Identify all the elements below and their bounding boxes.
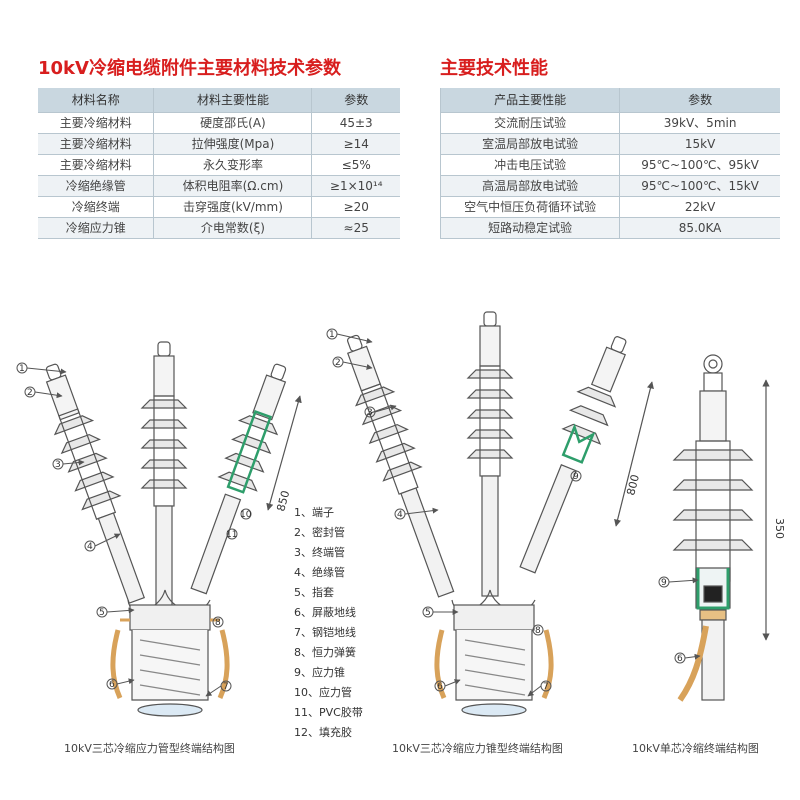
table2-cell: 39kV、5min — [619, 112, 780, 134]
svg-text:9: 9 — [573, 472, 579, 482]
svg-text:4: 4 — [87, 542, 93, 552]
table2-header-value: 参数 — [619, 88, 780, 113]
table1-cell: 45±3 — [311, 112, 400, 134]
svg-text:2: 2 — [335, 358, 341, 368]
diagram3-caption: 10kV单芯冷缩终端结构图 — [632, 741, 759, 755]
table2-cell: 空气中恒压负荷循环试验 — [439, 196, 621, 218]
diagram2-caption: 10kV三芯冷缩应力锥型终端结构图 — [392, 741, 563, 755]
svg-text:3: 3 — [55, 460, 61, 470]
legend-item: 3、终端管 — [294, 545, 345, 559]
svg-text:9: 9 — [661, 578, 667, 588]
legend-item: 6、屏蔽地线 — [294, 605, 356, 619]
svg-text:2: 2 — [27, 388, 33, 398]
table-row: 短路动稳定试验 85.0KA — [439, 217, 780, 239]
svg-text:6: 6 — [677, 654, 683, 664]
table1-cell: 拉伸强度(Mpa) — [153, 133, 313, 155]
table2-cell: 交流耐压试验 — [439, 112, 621, 134]
svg-text:7: 7 — [543, 682, 549, 692]
table1-cell: ≥1×10¹⁴ — [311, 175, 400, 197]
table1-cell: 永久变形率 — [153, 154, 313, 176]
table1-cell: 主要冷缩材料 — [38, 112, 154, 134]
table1-cell: 主要冷缩材料 — [38, 154, 154, 176]
legend-item: 2、密封管 — [294, 525, 345, 539]
table1-cell: 体积电阻率(Ω.cm) — [153, 175, 313, 197]
table-row: 冲击电压试验 95℃~100℃、95kV — [439, 154, 780, 176]
table1-cell: 硬度邵氏(A) — [153, 112, 313, 134]
legend-item: 1、端子 — [294, 506, 334, 519]
material-params-table: 材料名称 材料主要性能 参数 主要冷缩材料 硬度邵氏(A) 45±3 主要冷缩材… — [38, 88, 400, 239]
legend-item: 5、指套 — [294, 585, 334, 599]
table1-cell: 击穿强度(kV/mm) — [153, 196, 313, 218]
table2-cell: 85.0KA — [619, 217, 780, 239]
table2-cell: 室温局部放电试验 — [439, 133, 621, 155]
table1-cell: ≥14 — [311, 133, 400, 155]
table-row: 冷缩绝缘管 体积电阻率(Ω.cm) ≥1×10¹⁴ — [38, 175, 400, 197]
table1-cell: 冷缩终端 — [38, 196, 154, 218]
diagram1-caption: 10kV三芯冷缩应力管型终端结构图 — [64, 741, 235, 755]
svg-text:5: 5 — [99, 608, 105, 618]
table1-cell: 介电常数(ξ) — [153, 217, 313, 239]
table2-header-property: 产品主要性能 — [439, 88, 621, 113]
table2-cell: 高温局部放电试验 — [439, 175, 621, 197]
diagram1-dimension: 850 — [274, 489, 292, 513]
svg-text:4: 4 — [397, 510, 403, 520]
table-row: 主要冷缩材料 永久变形率 ≤5% — [38, 154, 400, 176]
performance-table: 产品主要性能 参数 交流耐压试验 39kV、5min 室温局部放电试验 15kV… — [439, 88, 780, 239]
table1-cell: 主要冷缩材料 — [38, 133, 154, 155]
table2-cell: 22kV — [619, 196, 780, 218]
svg-text:1: 1 — [19, 364, 25, 374]
table1-header-property: 材料主要性能 — [153, 88, 313, 113]
diagram2-dimension: 800 — [624, 473, 642, 497]
legend-item: 10、应力管 — [294, 685, 352, 699]
table-row: 交流耐压试验 39kV、5min — [439, 112, 780, 134]
svg-text:6: 6 — [109, 680, 115, 690]
table-row: 主要冷缩材料 拉伸强度(Mpa) ≥14 — [38, 133, 400, 155]
table1-title: 10kV冷缩电缆附件主要材料技术参数 — [38, 58, 341, 79]
table-row: 冷缩应力锥 介电常数(ξ) ≈25 — [38, 217, 400, 239]
table1-header-name: 材料名称 — [38, 88, 154, 113]
table-row: 室温局部放电试验 15kV — [439, 133, 780, 155]
svg-text:7: 7 — [223, 682, 229, 692]
svg-text:5: 5 — [425, 608, 431, 618]
table-row: 冷缩终端 击穿强度(kV/mm) ≥20 — [38, 196, 400, 218]
legend-item: 4、绝缘管 — [294, 565, 345, 579]
diagram3-dimension: 350 — [773, 518, 786, 539]
termination-diagrams: 850 1 2 3 4 5 6 7 8 11 10 10kV三芯冷缩应力管型终端… — [16, 311, 786, 755]
table1-header-value: 参数 — [311, 88, 400, 113]
diagram1-three-core-stress-tube — [45, 341, 302, 717]
table2-cell: 95℃~100℃、95kV — [619, 154, 780, 176]
legend-item: 12、填充胶 — [294, 725, 352, 739]
diagram3-single-core — [672, 354, 770, 702]
legend-item: 7、钢铠地线 — [294, 625, 356, 639]
table1-cell: ≥20 — [311, 196, 400, 218]
table2-cell: 15kV — [619, 133, 780, 155]
parts-legend: 1、端子 2、密封管 3、终端管 4、绝缘管 5、指套 6、屏蔽地线 7、钢铠地… — [294, 506, 363, 739]
table2-cell: 冲击电压试验 — [439, 154, 621, 176]
table1-cell: 冷缩绝缘管 — [38, 175, 154, 197]
table2-title: 主要技术性能 — [440, 58, 548, 79]
svg-text:10: 10 — [240, 510, 252, 520]
table2-cell: 95℃~100℃、15kV — [619, 175, 780, 197]
table2-cell: 短路动稳定试验 — [439, 217, 621, 239]
svg-text:11: 11 — [226, 530, 237, 540]
legend-item: 8、恒力弹簧 — [294, 645, 356, 659]
svg-text:1: 1 — [329, 330, 335, 340]
diagram2-three-core-stress-cone — [346, 311, 654, 717]
table-row: 主要冷缩材料 硬度邵氏(A) 45±3 — [38, 112, 400, 134]
svg-text:8: 8 — [215, 618, 221, 628]
svg-text:8: 8 — [535, 626, 541, 636]
svg-text:6: 6 — [437, 682, 443, 692]
table1-cell: 冷缩应力锥 — [38, 217, 154, 239]
table-row: 高温局部放电试验 95℃~100℃、15kV — [439, 175, 780, 197]
table1-cell: ≤5% — [311, 154, 400, 176]
table1-cell: ≈25 — [311, 217, 400, 239]
legend-item: 9、应力锥 — [294, 665, 345, 679]
svg-text:3: 3 — [367, 408, 373, 418]
legend-item: 11、PVC胶带 — [294, 705, 363, 719]
table-row: 空气中恒压负荷循环试验 22kV — [439, 196, 780, 218]
